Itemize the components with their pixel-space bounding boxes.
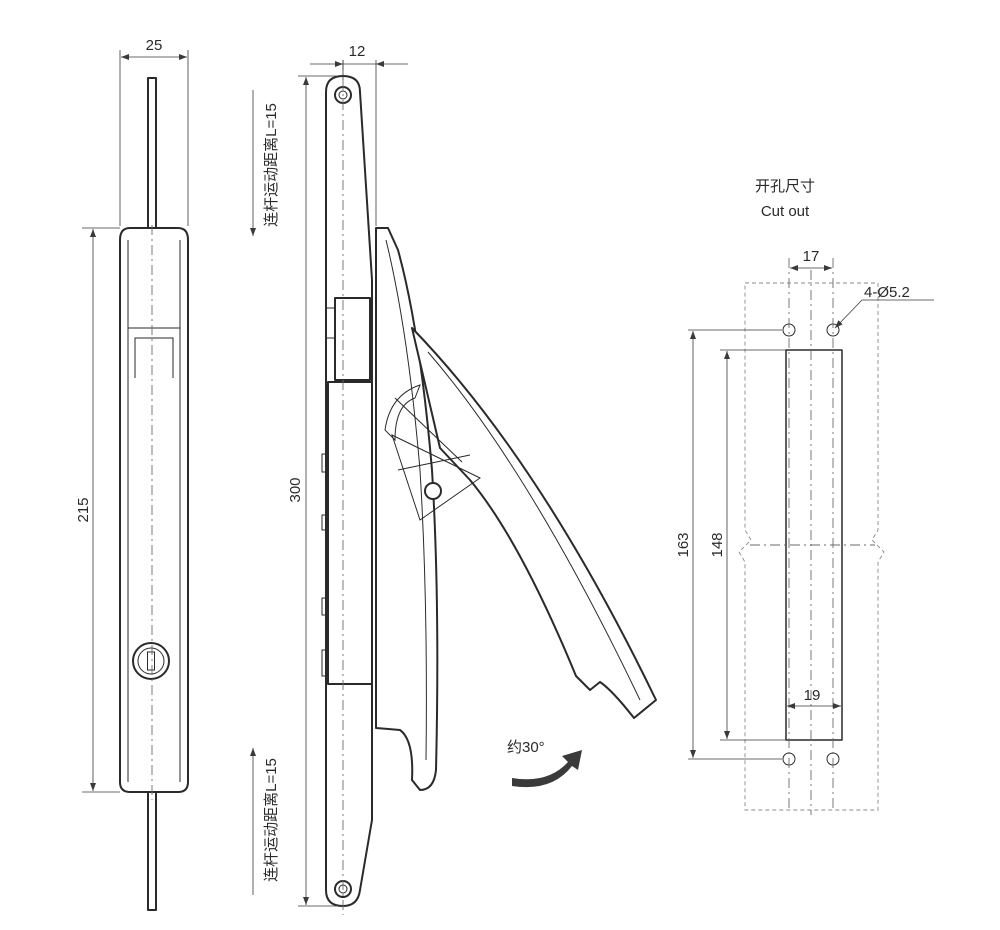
- raised-handle: [411, 327, 657, 719]
- slot-width-label: 19: [804, 687, 821, 704]
- cutout-title-cn: 开孔尺寸: [755, 178, 815, 195]
- slot-length-label: 148: [709, 532, 726, 557]
- length-dim-label: 300: [287, 477, 304, 502]
- lock-casing: [375, 227, 439, 791]
- height-dim-label: 215: [75, 497, 92, 522]
- hole-pitch-label: 163: [675, 532, 692, 557]
- width-dim-label: 25: [146, 37, 163, 54]
- front-housing: [119, 227, 189, 793]
- front-view: 25 215: [75, 37, 189, 911]
- rear-block-top: [334, 297, 371, 381]
- key-lock-ring: [137, 647, 165, 675]
- pivot-pin: [424, 482, 442, 500]
- rear-block-tab: [325, 307, 335, 339]
- cutout-view: 开孔尺寸 Cut out 17 4-Ø5.2 163 148: [675, 178, 934, 815]
- rotation-arrow-icon: [512, 750, 582, 788]
- arrow: [376, 61, 384, 67]
- offset-dim-label: 12: [349, 43, 366, 60]
- rod-travel-label-top: 连杆运动距离L=15: [263, 103, 280, 227]
- cutout-title-en: Cut out: [761, 203, 810, 220]
- handle-angle-label: 约30°: [507, 739, 545, 756]
- handle-inner-line: [427, 351, 641, 701]
- rod-travel-label-bottom: 连杆运动距离L=15: [263, 758, 280, 882]
- key-slot-icon: [147, 651, 155, 671]
- rear-body-steps: [321, 453, 328, 677]
- hole-spacing-label: 17: [803, 248, 820, 265]
- hole-spec-label: 4-Ø5.2: [864, 284, 910, 301]
- handle-pivot-body: [384, 384, 421, 442]
- arrow: [335, 61, 343, 67]
- connecting-rod-top: [147, 77, 157, 229]
- side-view: 12 300 连杆运动距离L=15 连杆运动距离L=15 约30°: [250, 43, 657, 915]
- rear-body: [327, 381, 373, 685]
- top-mount-hole-inner: [338, 90, 348, 100]
- hole-spec-leader: [834, 299, 863, 329]
- panel-outline: [738, 282, 885, 811]
- connecting-rod-bottom: [147, 787, 157, 911]
- linkage: [391, 397, 481, 521]
- casing-inner-edge: [385, 239, 427, 761]
